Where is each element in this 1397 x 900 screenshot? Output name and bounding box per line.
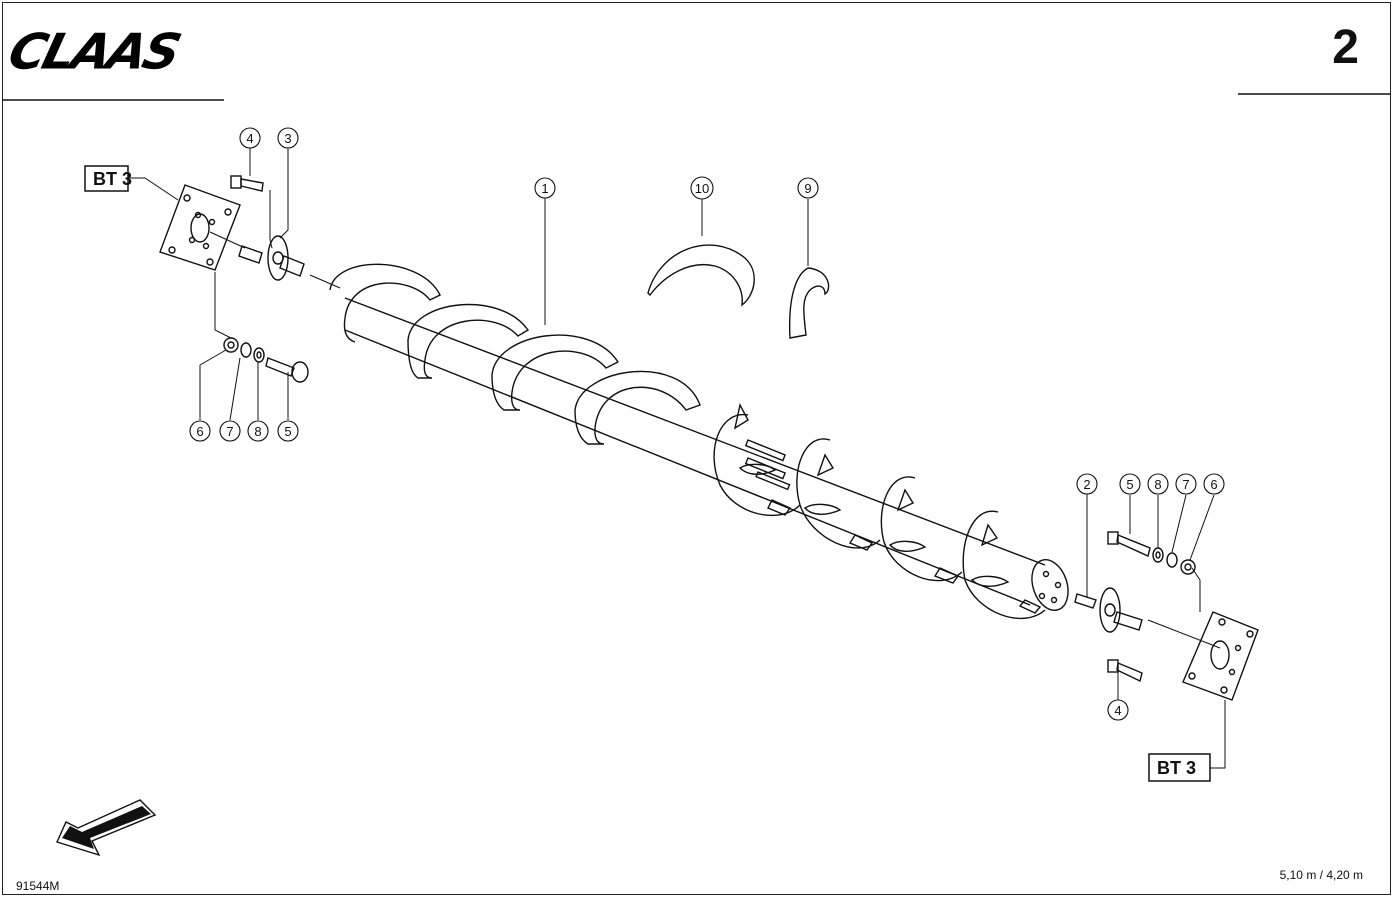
callout-8-right: 8 xyxy=(1154,477,1161,492)
bolt-right-bottom xyxy=(1107,659,1143,683)
callout-1: 1 xyxy=(541,181,548,196)
callout-5-left: 5 xyxy=(284,424,291,439)
callout-4-bottom: 4 xyxy=(1114,703,1121,718)
auger-flights-left xyxy=(329,263,701,445)
bearing-plate-left xyxy=(159,184,241,271)
auger-flights-right xyxy=(713,402,1046,620)
callout-3: 3 xyxy=(284,131,291,146)
size-note: 5,10 m / 4,20 m xyxy=(1279,868,1363,882)
callout-5-right: 5 xyxy=(1126,477,1133,492)
flight-segment-part-10 xyxy=(647,244,755,307)
drawing-number: 91544M xyxy=(16,879,60,893)
bt3-label-right: BT 3 xyxy=(1157,758,1196,778)
callout-6-right: 6 xyxy=(1210,477,1217,492)
page-number: 2 xyxy=(1332,21,1359,74)
callout-4-top: 4 xyxy=(246,131,253,146)
bolt-left-top xyxy=(230,175,264,192)
bt3-box-right xyxy=(1148,753,1211,782)
leader-lines xyxy=(128,148,1226,769)
callout-6-left: 6 xyxy=(196,424,203,439)
callout-7-left: 7 xyxy=(226,424,233,439)
fasteners-left xyxy=(223,337,309,383)
fasteners-right xyxy=(1107,531,1196,575)
callout-2: 2 xyxy=(1083,477,1090,492)
bearing-plate-right xyxy=(1182,611,1259,701)
callout-7-right: 7 xyxy=(1182,477,1189,492)
callout-circles xyxy=(189,127,1225,721)
direction-arrow-icon xyxy=(56,799,157,857)
bt3-label-left: BT 3 xyxy=(93,169,132,189)
callout-9: 9 xyxy=(804,181,811,196)
stub-shaft-left xyxy=(238,235,305,281)
bt3-box-left xyxy=(84,165,129,192)
callout-8-left: 8 xyxy=(254,424,261,439)
callout-10: 10 xyxy=(695,181,709,196)
stub-shaft-right xyxy=(1074,587,1143,633)
flight-segment-part-9 xyxy=(788,267,830,339)
auger-tube xyxy=(344,297,1069,611)
